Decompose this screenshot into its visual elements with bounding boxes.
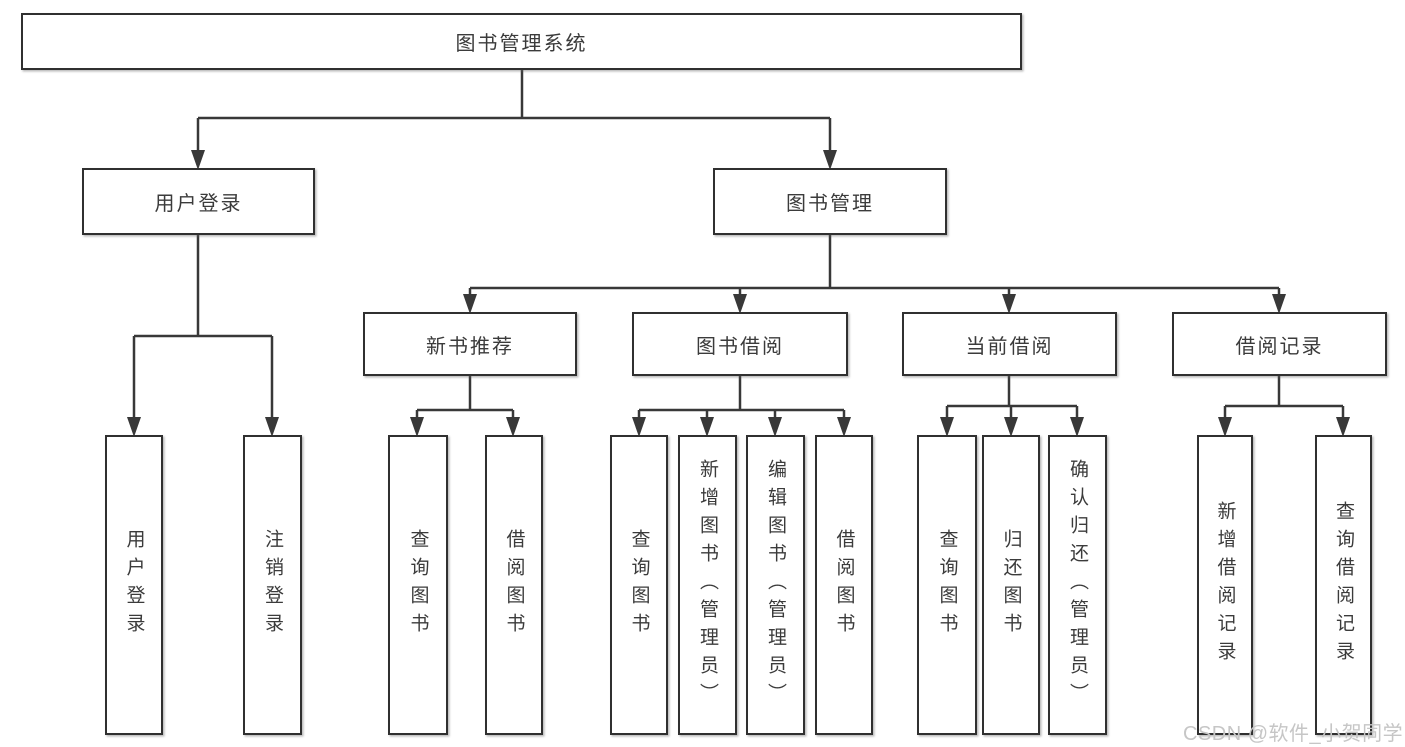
node-current-borrow-label: 当前借阅 — [965, 335, 1054, 358]
node-new-book-recommend-label: 新书推荐 — [426, 335, 514, 358]
node-book-management: 图书管理 — [713, 168, 947, 235]
node-user-login: 用户登录 — [82, 168, 315, 235]
leaf-query-borrow-record: 查询借阅记录 — [1315, 435, 1372, 735]
leaf-query-book-recommend-label: 查询图书 — [407, 529, 429, 641]
leaf-return-book: 归还图书 — [982, 435, 1040, 735]
leaf-add-book-admin-label: 新增图书（管理员） — [697, 459, 718, 711]
leaf-query-book-borrow: 查询图书 — [610, 435, 668, 735]
leaf-add-borrow-record-label: 新增借阅记录 — [1214, 501, 1236, 669]
node-book-borrow: 图书借阅 — [632, 312, 848, 376]
leaf-user-login: 用户登录 — [105, 435, 163, 735]
leaf-add-book-admin: 新增图书（管理员） — [678, 435, 737, 735]
leaf-query-borrow-record-label: 查询借阅记录 — [1333, 501, 1354, 669]
node-book-borrow-label: 图书借阅 — [696, 335, 784, 358]
leaf-query-book-borrow-label: 查询图书 — [628, 529, 650, 641]
leaf-return-book-label: 归还图书 — [1000, 529, 1022, 641]
leaf-query-book-recommend: 查询图书 — [388, 435, 448, 735]
leaf-confirm-return-admin-label: 确认归还（管理员） — [1067, 459, 1088, 711]
csdn-watermark: CSDN @软件_小贺同学 — [1183, 723, 1404, 745]
leaf-borrow-book-label: 借阅图书 — [833, 529, 855, 641]
leaf-add-borrow-record: 新增借阅记录 — [1197, 435, 1253, 735]
arrowheads — [127, 150, 1350, 437]
node-root-system: 图书管理系统 — [21, 13, 1022, 70]
node-user-login-label: 用户登录 — [154, 193, 243, 215]
leaf-borrow-book-recommend-label: 借阅图书 — [503, 529, 525, 641]
leaf-logout-label: 注销登录 — [262, 529, 283, 641]
node-new-book-recommend: 新书推荐 — [363, 312, 577, 376]
node-borrow-records-label: 借阅记录 — [1235, 335, 1324, 358]
leaf-borrow-book: 借阅图书 — [815, 435, 873, 735]
leaf-logout: 注销登录 — [243, 435, 302, 735]
node-borrow-records: 借阅记录 — [1172, 312, 1387, 376]
node-book-management-label: 图书管理 — [786, 193, 874, 215]
leaf-confirm-return-admin: 确认归还（管理员） — [1048, 435, 1107, 735]
node-current-borrow: 当前借阅 — [902, 312, 1117, 376]
node-root-label: 图书管理系统 — [455, 33, 588, 55]
leaf-query-book-current: 查询图书 — [917, 435, 977, 735]
leaf-edit-book-admin: 编辑图书（管理员） — [746, 435, 805, 735]
leaf-borrow-book-recommend: 借阅图书 — [485, 435, 543, 735]
leaf-user-login-label: 用户登录 — [123, 529, 145, 641]
leaf-query-book-current-label: 查询图书 — [936, 529, 958, 641]
leaf-edit-book-admin-label: 编辑图书（管理员） — [765, 459, 786, 711]
